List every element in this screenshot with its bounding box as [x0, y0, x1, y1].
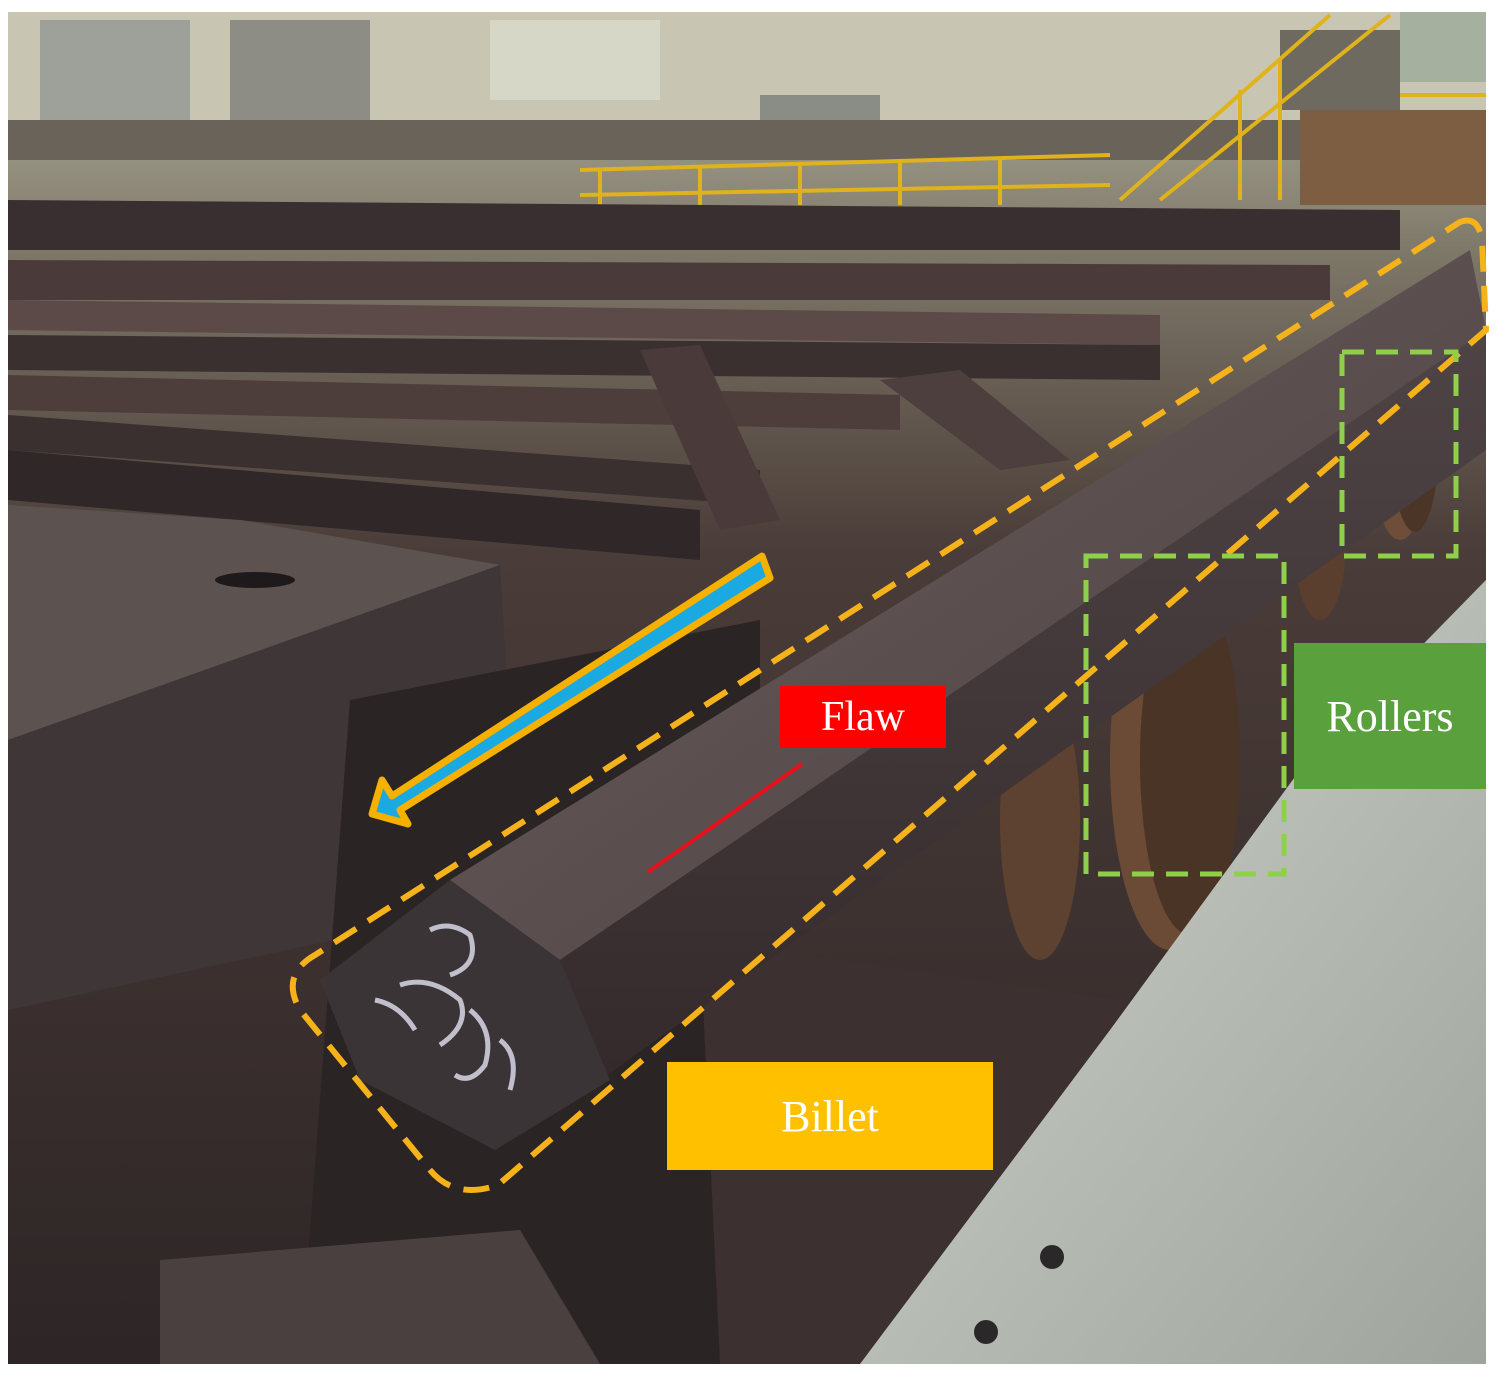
flaw-label-text: Flaw	[821, 694, 905, 740]
direction-arrow-icon	[368, 552, 774, 828]
rollers-label-text: Rollers	[1326, 691, 1454, 741]
factory-background	[8, 12, 1486, 205]
rollers-label: Rollers	[1294, 643, 1486, 789]
rollers-box-near	[1083, 553, 1287, 877]
flaw-label: Flaw	[780, 686, 946, 748]
billet-label: Billet	[667, 1062, 993, 1170]
billet-label-text: Billet	[781, 1091, 879, 1141]
billet-outline	[289, 217, 1490, 1193]
rollers-box-far	[1339, 349, 1459, 559]
steel-plate	[8, 505, 500, 740]
flaw-line	[646, 762, 804, 874]
billet-end-face	[320, 880, 610, 1150]
roller-tables	[8, 200, 1400, 560]
billet	[320, 250, 1486, 1150]
